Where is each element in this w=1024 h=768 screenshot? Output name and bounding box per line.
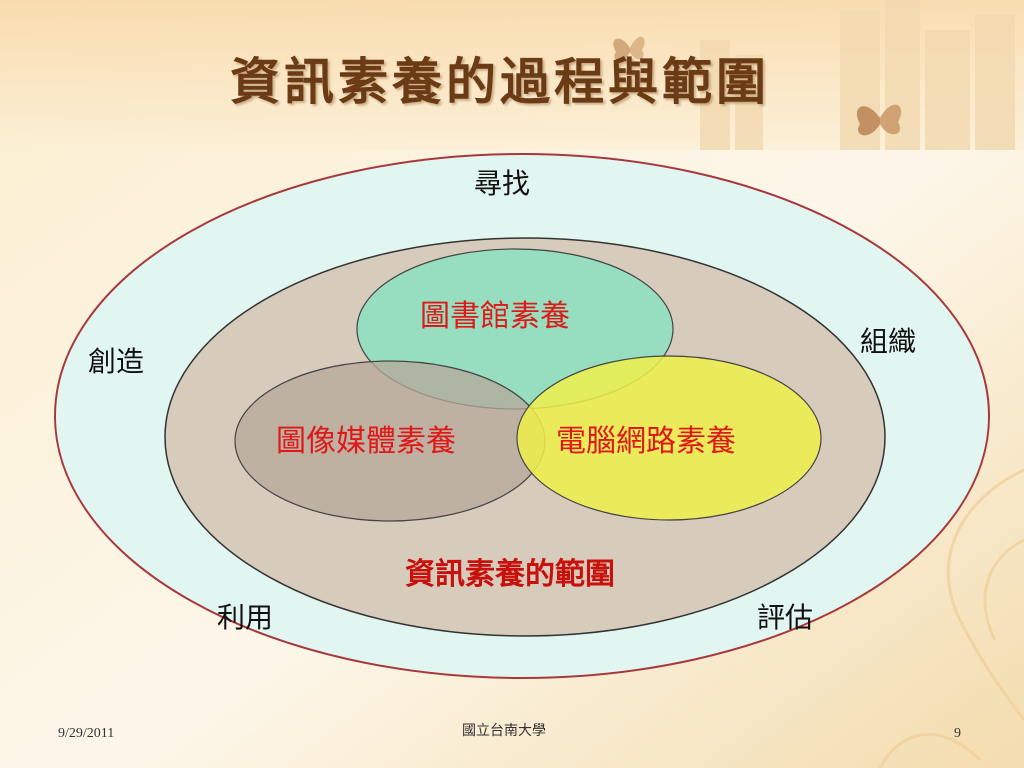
library-literacy-label: 圖書館素養 xyxy=(420,299,570,334)
butterfly-icon xyxy=(613,36,645,61)
process-label-create: 創造 xyxy=(88,345,145,378)
footer-institution: 國立台南大學 xyxy=(462,724,546,739)
network-literacy-circle xyxy=(516,355,822,521)
city-skyline-decoration xyxy=(700,0,1015,150)
slide-title: 資訊素養的過程與範圍 xyxy=(230,52,770,111)
media-literacy-label: 圖像媒體素養 xyxy=(276,424,456,459)
process-label-search: 尋找 xyxy=(474,167,531,200)
process-label-organize: 組織 xyxy=(860,325,917,358)
footer-page-number: 9 xyxy=(954,726,961,741)
swirl-decoration xyxy=(878,468,1024,768)
network-literacy-label: 電腦網路素養 xyxy=(556,424,736,459)
process-label-evaluate: 評估 xyxy=(757,601,814,634)
footer-date: 9/29/2011 xyxy=(58,726,115,741)
process-label-use: 利用 xyxy=(217,601,274,634)
scope-label: 資訊素養的範圍 xyxy=(405,557,615,592)
butterfly-icon xyxy=(856,104,902,136)
